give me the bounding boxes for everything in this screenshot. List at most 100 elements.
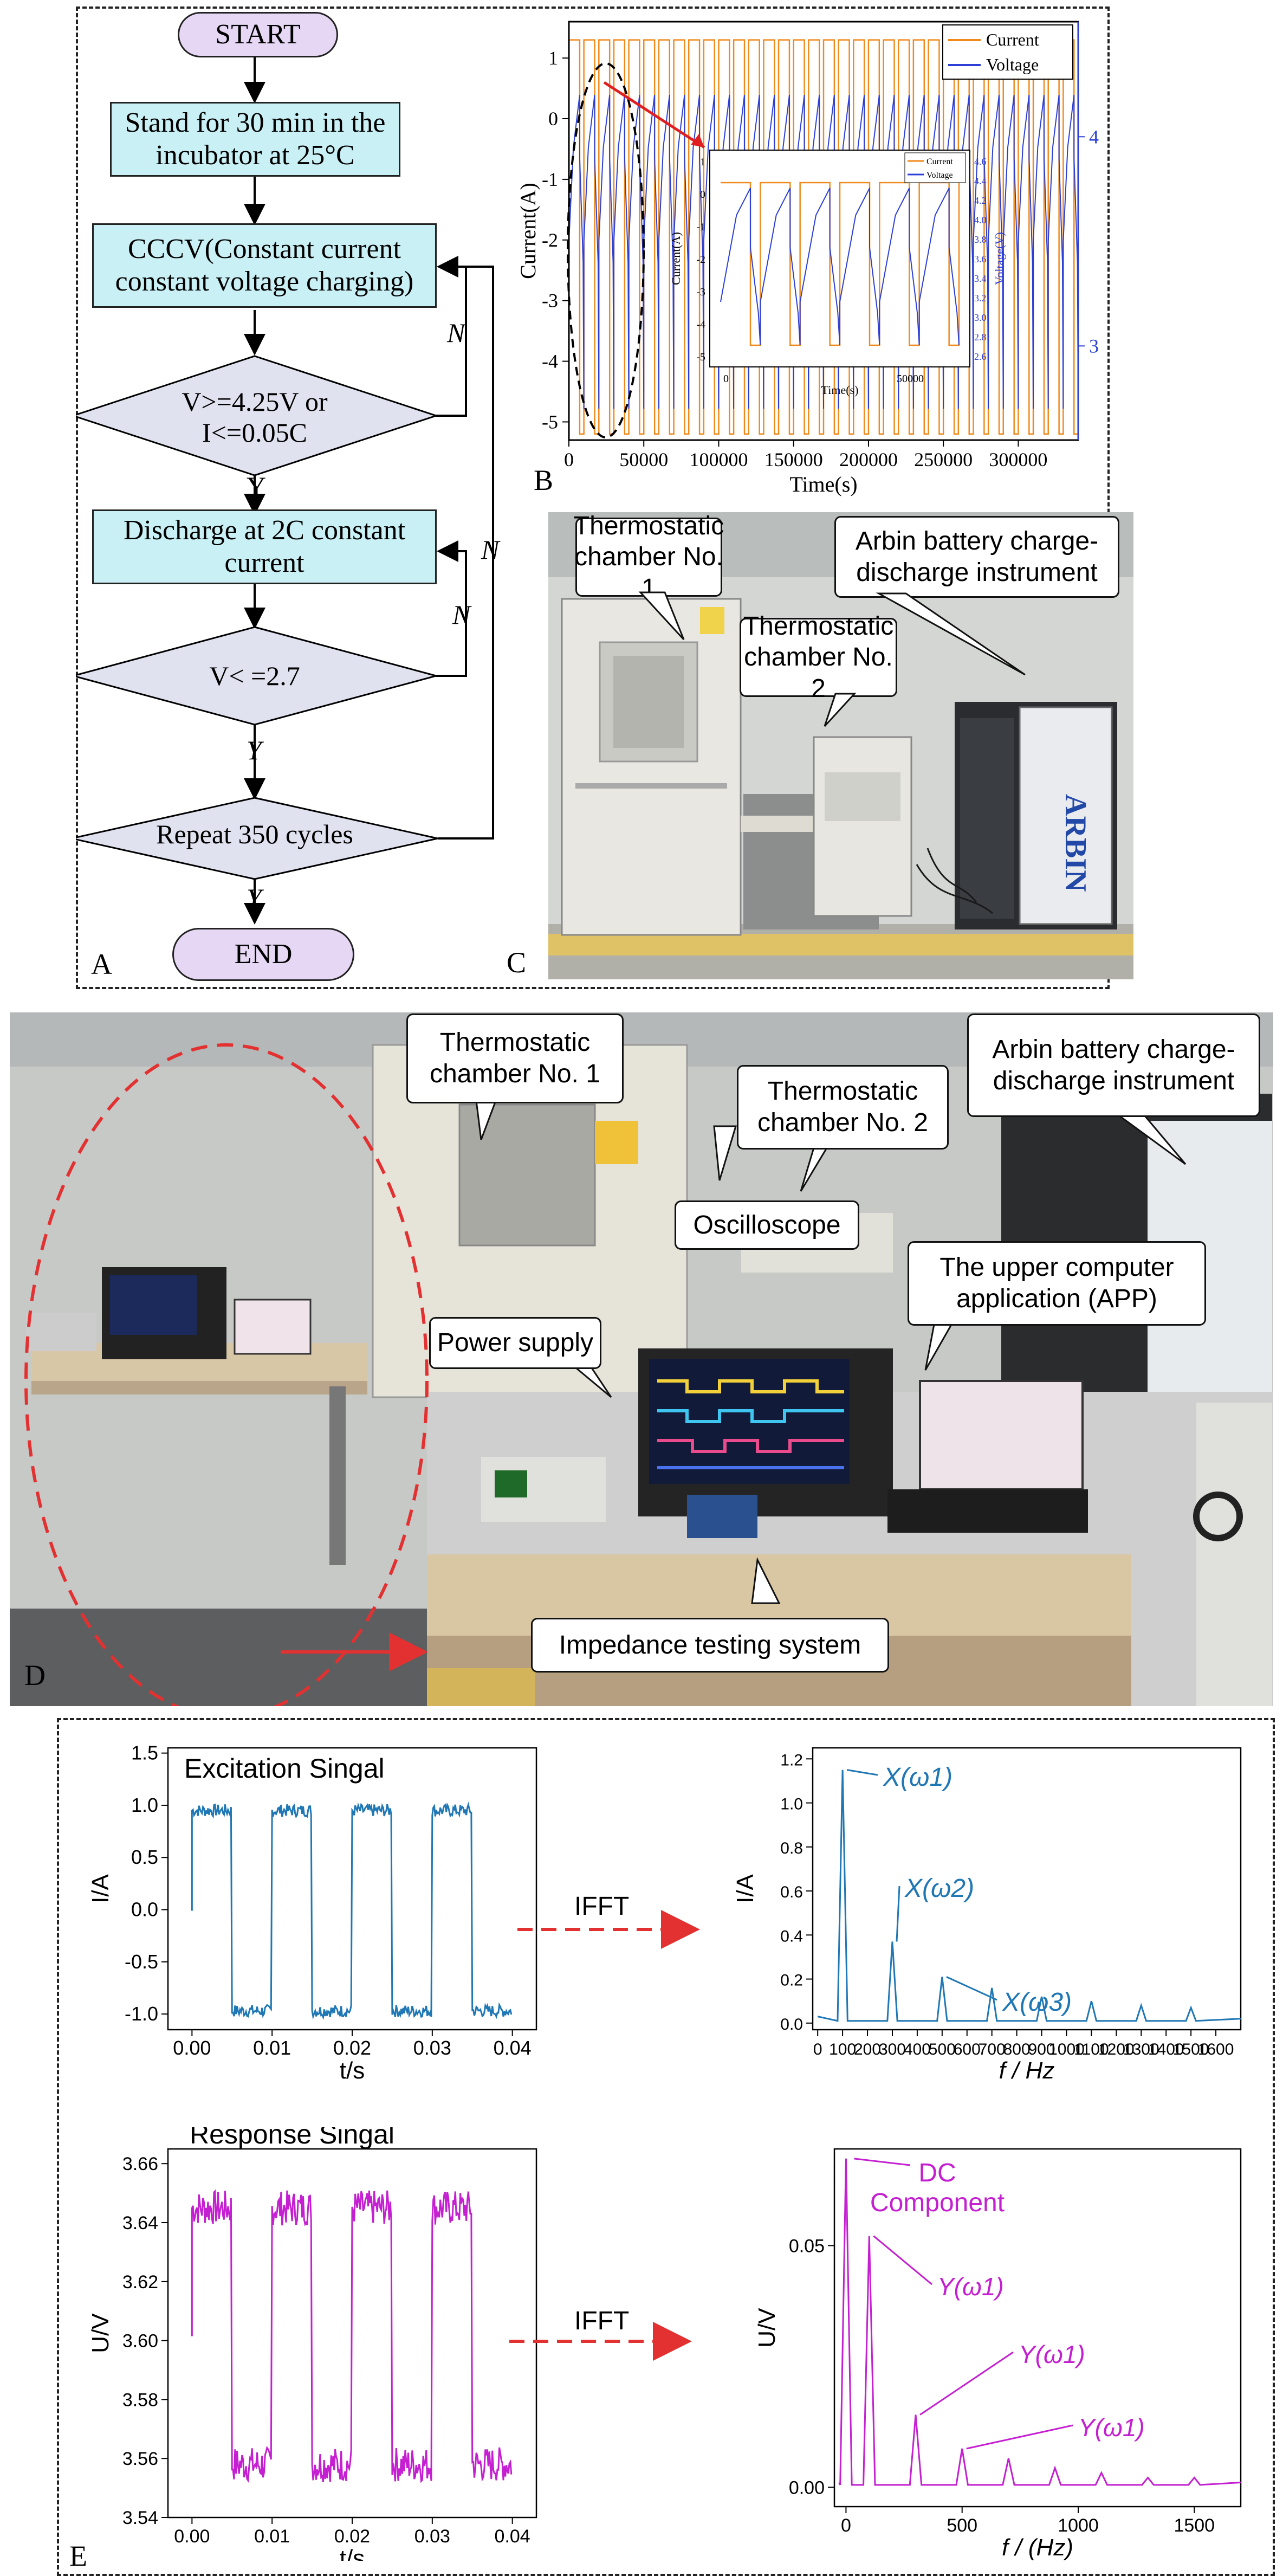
callout-d-chamber1: Thermostatic chamber No. 1 <box>406 1013 624 1103</box>
annotation-label: X(ω1) <box>883 1763 952 1792</box>
flowchart-stand-step: Stand for 30 min in the incubator at 25°… <box>110 102 400 177</box>
x-axis-label: f / (Hz) <box>1002 2534 1073 2561</box>
inset-x-axis-label: Time(s) <box>821 383 859 397</box>
legend-voltage-label: Voltage <box>986 55 1039 74</box>
x-tick-label: 1000 <box>1058 2515 1099 2536</box>
y-tick-label: 3.58 <box>122 2390 158 2410</box>
x-tick-label: 800 <box>1003 2041 1031 2058</box>
y-tick-label: -4 <box>542 351 558 372</box>
panel-label-a: A <box>91 948 112 980</box>
inset-x-tick-label: 0 <box>723 373 729 385</box>
excitation-title: Excitation Singal <box>184 1753 385 1784</box>
y-tick-label: 0 <box>548 108 558 130</box>
y-tick-label: 1.2 <box>780 1751 803 1769</box>
flowchart-condition-discharge: V< =2.7 <box>209 660 300 691</box>
response-signal-line <box>191 2189 513 2483</box>
y-tick-label: 0.05 <box>789 2236 825 2256</box>
panel-label-c: C <box>507 946 527 979</box>
inset-y2-tick-label: 3.8 <box>974 234 987 245</box>
x-tick-label: 1500 <box>1174 2515 1215 2536</box>
ifft-label-1: IFFT <box>574 1892 630 1921</box>
inset-legend-box <box>904 152 966 183</box>
legend-current-label: Current <box>986 30 1039 49</box>
excitation-fft-line <box>817 1770 1241 2022</box>
x-axis-label: t/s <box>340 2057 365 2084</box>
inset-y-tick-label: 1 <box>700 156 705 168</box>
inset-y2-axis-label: Voltage(V) <box>993 232 1006 285</box>
y-tick-label: 1.5 <box>131 1742 158 1764</box>
x-tick-label: 1300 <box>1123 2041 1159 2058</box>
response-title: Response Singal <box>190 2127 394 2149</box>
y-tick-label: 0.5 <box>131 1846 158 1868</box>
inset-legend-voltage: Voltage <box>926 171 953 180</box>
y-tick-label: -1.0 <box>125 2003 158 2025</box>
callout-c-arbin: Arbin battery charge-discharge instrumen… <box>834 516 1119 598</box>
flowchart-label-y2: Y <box>247 735 262 765</box>
y2-axis-label: Voltage(V) <box>1102 183 1105 279</box>
y-tick-label: -2 <box>542 229 558 251</box>
flowchart-start: START <box>178 12 338 57</box>
x-tick-label: 0.03 <box>414 2526 450 2547</box>
inset-y2-tick-label: 3.6 <box>974 254 987 264</box>
panel-label-e: E <box>69 2540 87 2572</box>
annotation-arrow <box>919 2351 1014 2416</box>
y-tick-label: 0.4 <box>780 1927 803 1945</box>
flowchart-condition-charge: V>=4.25V or I<=0.05C <box>182 386 328 448</box>
flowchart-cccv-step: CCCV(Constant current constant voltage c… <box>92 223 437 308</box>
x-axis-label: Time(s) <box>789 472 857 496</box>
panel-label-b: B <box>534 464 554 496</box>
x-tick-label: 500 <box>929 2041 956 2058</box>
bottom-section-frame <box>57 1718 1275 2576</box>
x-tick-label: 0.02 <box>334 2526 370 2547</box>
x-tick-label: 300 <box>879 2041 906 2058</box>
arbin-brand-c: ARBIN <box>1059 794 1092 892</box>
top-section-frame <box>76 7 1110 989</box>
photo-d-impedance-setup <box>10 1012 1273 1706</box>
inset-y-axis-label: Current(A) <box>669 232 683 285</box>
flowchart-label-n1: N <box>447 318 465 348</box>
y-tick-label: -3 <box>542 290 558 312</box>
inset-y-tick-label: -5 <box>696 351 705 363</box>
annotation-arrow <box>846 1769 878 1776</box>
y-tick-label: 1.0 <box>780 1796 803 1813</box>
y-tick-label: 3.64 <box>122 2213 158 2233</box>
y2-tick-label: 4 <box>1089 126 1099 147</box>
y-tick-label: 0.0 <box>131 1899 158 1921</box>
x-tick-label: 0 <box>841 2515 851 2536</box>
x-axis-label: f / Hz <box>999 2057 1055 2084</box>
y-axis-label: U/V <box>754 2308 780 2348</box>
x-tick-label: 0.00 <box>174 2526 210 2547</box>
x-tick-label: 500 <box>947 2515 977 2536</box>
x-tick-label: 1100 <box>1074 2041 1109 2058</box>
panel-label-d: D <box>24 1659 46 1691</box>
annotation-label: Y(ω1) <box>1019 2340 1085 2368</box>
annotation-label: Y(ω1) <box>1078 2413 1145 2442</box>
callout-d-arbin: Arbin battery charge-discharge instrumen… <box>967 1013 1260 1117</box>
inset-y2-tick-label: 4.0 <box>974 215 987 225</box>
x-tick-label: 0 <box>813 2041 822 2058</box>
ifft-arrows <box>509 1910 700 2361</box>
y-tick-label: 3.54 <box>122 2508 158 2528</box>
dc-label-line2: Component <box>870 2188 1005 2217</box>
y-tick-label: 0.6 <box>780 1883 803 1901</box>
x-axis-label: t/s <box>340 2545 365 2561</box>
flowchart-label-n3: N <box>481 534 500 565</box>
x-tick-label: 0.01 <box>253 2037 291 2059</box>
x-tick-label: 1400 <box>1148 2041 1184 2058</box>
y-tick-label: -0.5 <box>125 1951 158 1973</box>
y-axis-label: I/A <box>732 1874 759 1903</box>
x-tick-label: 200000 <box>839 449 898 470</box>
x-tick-label: 100 <box>829 2041 856 2058</box>
flowchart-label-n2: N <box>452 599 471 630</box>
flowchart-label-y1: Y <box>247 471 267 501</box>
plot-frame <box>833 2148 1242 2508</box>
inset-x-tick-label: 50000 <box>897 373 924 385</box>
inset-y2-tick-label: 4.2 <box>974 195 987 206</box>
callout-d-impedance: Impedance testing system <box>531 1618 889 1673</box>
dc-label-line1: DC <box>918 2159 956 2187</box>
